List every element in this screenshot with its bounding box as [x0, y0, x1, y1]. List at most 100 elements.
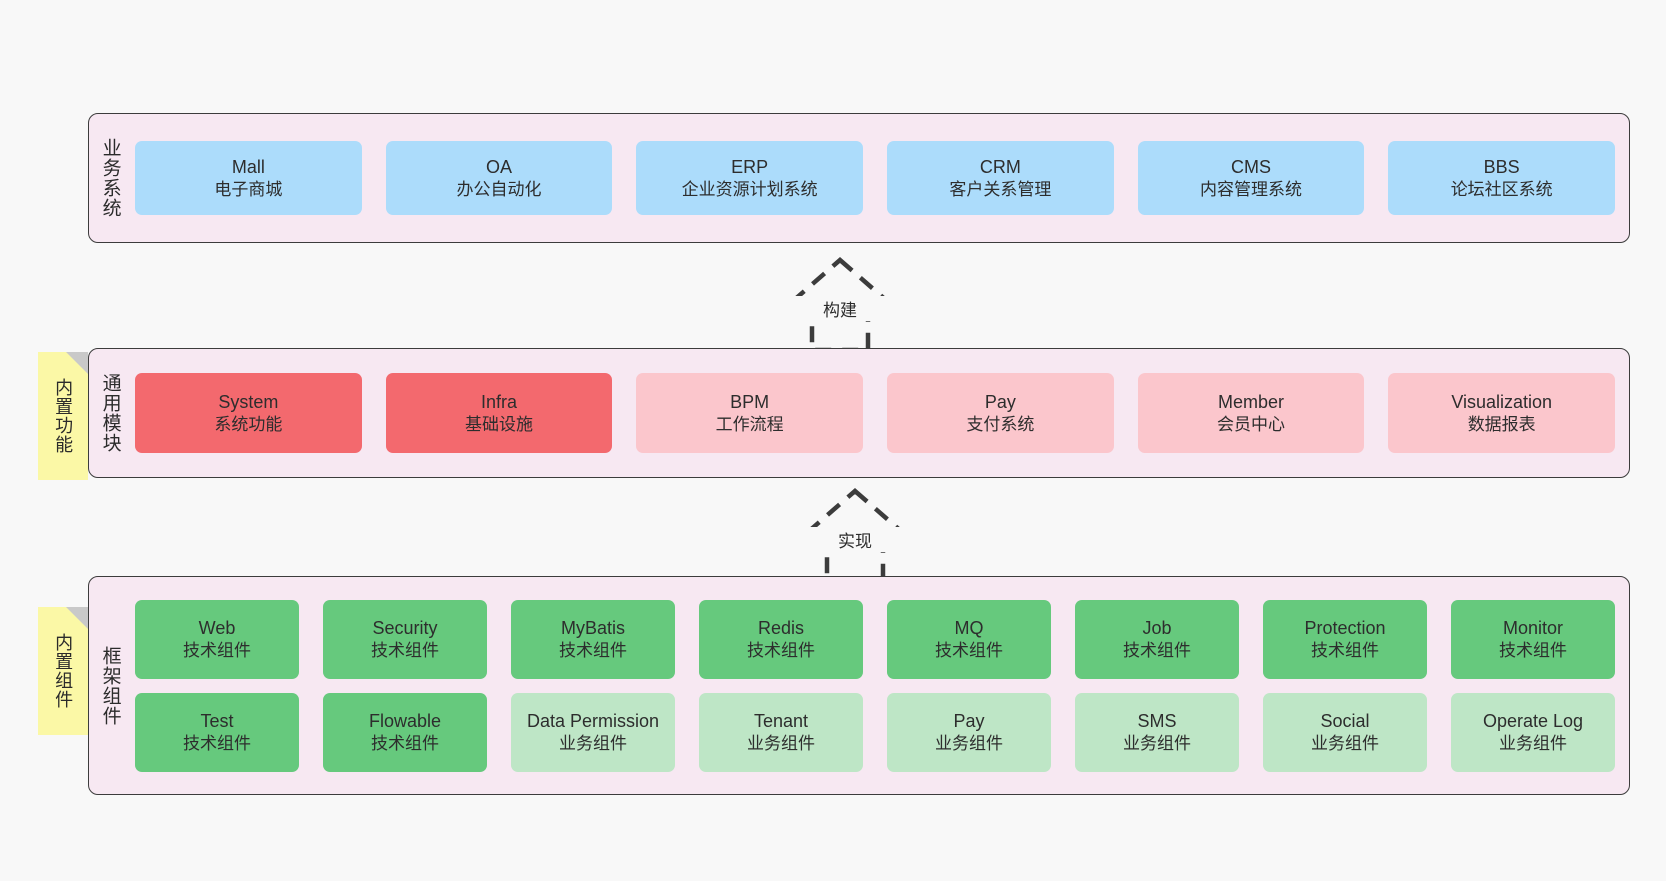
layer-caption-framework-component: 框架组件	[99, 645, 121, 726]
tile-infra[interactable]: Infra 基础设施	[385, 373, 613, 453]
tile-system[interactable]: System 系统功能	[135, 373, 362, 453]
tile-subtitle: 技术组件	[1499, 640, 1567, 660]
sticky-fold-corner-icon	[66, 607, 88, 629]
tile-operate-log[interactable]: Operate Log 业务组件	[1451, 692, 1615, 772]
sticky-note-builtin-function: 内置功能	[38, 352, 88, 480]
tile-subtitle: 技术组件	[183, 640, 251, 660]
tile-protection[interactable]: Protection 技术组件	[1263, 599, 1427, 679]
tile-row: System 系统功能 Infra 基础设施 BPM 工作流程 Pay 支付系统…	[135, 373, 1616, 453]
tile-title: Mall	[231, 156, 265, 177]
tile-subtitle: 客户关系管理	[949, 179, 1052, 199]
tile-cms[interactable]: CMS 内容管理系统	[1137, 141, 1365, 215]
tile-title: SMS	[1137, 710, 1177, 731]
tile-title: CRM	[979, 156, 1021, 177]
tile-title: ERP	[731, 156, 769, 177]
tile-title: System	[218, 391, 279, 412]
tile-subtitle: 业务组件	[1311, 733, 1379, 753]
tile-data-permission[interactable]: Data Permission 业务组件	[511, 692, 675, 772]
tile-subtitle: 技术组件	[1123, 640, 1191, 660]
tile-flowable[interactable]: Flowable 技术组件	[323, 692, 487, 772]
arrow-build: 构建	[750, 254, 930, 352]
tile-pay-component[interactable]: Pay 业务组件	[887, 692, 1051, 772]
tile-title: Social	[1320, 710, 1370, 731]
tile-title: Protection	[1304, 617, 1386, 638]
tile-title: Visualization	[1451, 391, 1553, 412]
tile-row: Test 技术组件 Flowable 技术组件 Data Permission …	[135, 692, 1615, 772]
tile-title: Job	[1142, 617, 1172, 638]
tile-bbs[interactable]: BBS 论坛社区系统	[1388, 141, 1616, 215]
tile-subtitle: 业务组件	[1499, 733, 1567, 753]
tile-title: Data Permission	[526, 710, 660, 731]
tile-subtitle: 业务组件	[1123, 733, 1191, 753]
tile-test[interactable]: Test 技术组件	[135, 692, 299, 772]
tile-pay-module[interactable]: Pay 支付系统	[887, 373, 1114, 453]
tile-subtitle: 支付系统	[966, 414, 1035, 434]
tile-redis[interactable]: Redis 技术组件	[699, 599, 863, 679]
tile-tenant[interactable]: Tenant 业务组件	[699, 692, 863, 772]
tile-title: Member	[1218, 391, 1285, 412]
tile-subtitle: 业务组件	[747, 733, 815, 753]
tile-subtitle: 系统功能	[214, 414, 283, 434]
layer-body-business-system: Mall 电子商城 OA 办公自动化 ERP 企业资源计划系统 CRM 客户关系…	[131, 114, 1629, 242]
tile-mall[interactable]: Mall 电子商城	[135, 141, 362, 215]
tile-mq[interactable]: MQ 技术组件	[887, 599, 1051, 679]
tile-title: Infra	[480, 391, 518, 412]
tile-title: Flowable	[368, 710, 442, 731]
tile-title: Pay	[953, 710, 985, 731]
tile-title: Pay	[984, 391, 1016, 412]
tile-subtitle: 技术组件	[559, 640, 627, 660]
tile-subtitle: 技术组件	[747, 640, 815, 660]
layer-body-framework-component: Web 技术组件 Security 技术组件 MyBatis 技术组件 Redi…	[131, 577, 1629, 794]
tile-oa[interactable]: OA 办公自动化	[385, 141, 613, 215]
layer-business-system: 业务系统 Mall 电子商城 OA 办公自动化 ERP 企业资源计划系统 CRM…	[88, 113, 1630, 243]
sticky-note-label: 内置功能	[53, 378, 74, 454]
layer-caption-common-module: 通用模块	[99, 373, 121, 453]
tile-bpm[interactable]: BPM 工作流程	[636, 373, 864, 453]
tile-title: MyBatis	[560, 617, 625, 638]
tile-monitor[interactable]: Monitor 技术组件	[1451, 599, 1615, 679]
tile-subtitle: 业务组件	[935, 733, 1003, 753]
tile-job[interactable]: Job 技术组件	[1075, 599, 1239, 679]
tile-subtitle: 内容管理系统	[1200, 179, 1303, 199]
layer-body-common-module: System 系统功能 Infra 基础设施 BPM 工作流程 Pay 支付系统…	[131, 349, 1629, 477]
tile-subtitle: 工作流程	[715, 414, 784, 434]
layer-framework-component: 框架组件 Web 技术组件 Security 技术组件 MyBatis 技术组件…	[88, 576, 1630, 795]
tile-subtitle: 基础设施	[465, 414, 533, 434]
sticky-note-builtin-component: 内置组件	[38, 607, 88, 735]
tile-subtitle: 论坛社区系统	[1450, 179, 1553, 199]
tile-title: Monitor	[1502, 617, 1564, 638]
arrow-build-label: 构建	[750, 296, 930, 321]
tile-social[interactable]: Social 业务组件	[1263, 692, 1427, 772]
tile-row: Mall 电子商城 OA 办公自动化 ERP 企业资源计划系统 CRM 客户关系…	[135, 141, 1616, 215]
tile-subtitle: 办公自动化	[456, 179, 542, 199]
tile-title: Tenant	[753, 710, 809, 731]
tile-crm[interactable]: CRM 客户关系管理	[887, 141, 1114, 215]
layer-caption-business-system: 业务系统	[99, 138, 121, 218]
tile-title: BPM	[730, 391, 770, 412]
tile-title: Operate Log	[1482, 710, 1584, 731]
tile-title: Redis	[757, 617, 805, 638]
arrow-implement-label: 实现	[765, 527, 945, 552]
tile-visualization[interactable]: Visualization 数据报表	[1388, 373, 1616, 453]
tile-subtitle: 技术组件	[1311, 640, 1379, 660]
sticky-fold-corner-icon	[66, 352, 88, 374]
tile-subtitle: 技术组件	[935, 640, 1003, 660]
tile-title: Web	[198, 617, 236, 638]
tile-subtitle: 技术组件	[371, 640, 439, 660]
layer-common-module: 通用模块 System 系统功能 Infra 基础设施 BPM 工作流程 Pay…	[88, 348, 1630, 478]
tile-subtitle: 数据报表	[1467, 414, 1536, 434]
tile-subtitle: 技术组件	[183, 733, 251, 753]
tile-sms[interactable]: SMS 业务组件	[1075, 692, 1239, 772]
tile-title: Test	[200, 710, 234, 731]
tile-title: MQ	[954, 617, 984, 638]
tile-subtitle: 业务组件	[559, 733, 627, 753]
tile-title: BBS	[1483, 156, 1520, 177]
tile-title: OA	[486, 156, 513, 177]
tile-mybatis[interactable]: MyBatis 技术组件	[511, 599, 675, 679]
tile-title: Security	[372, 617, 438, 638]
tile-member[interactable]: Member 会员中心	[1137, 373, 1365, 453]
tile-web[interactable]: Web 技术组件	[135, 599, 299, 679]
tile-erp[interactable]: ERP 企业资源计划系统	[636, 141, 864, 215]
tile-security[interactable]: Security 技术组件	[323, 599, 487, 679]
